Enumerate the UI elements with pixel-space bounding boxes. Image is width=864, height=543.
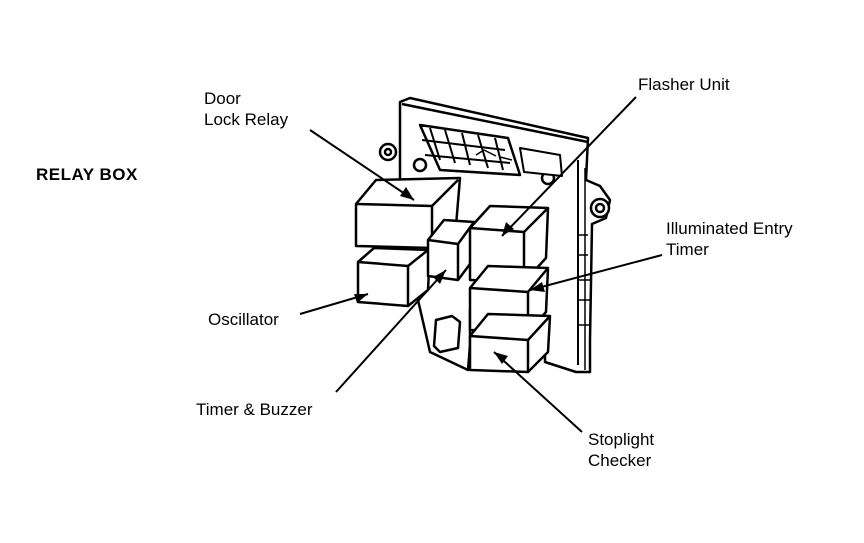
label-flasher-unit: Flasher Unit	[638, 75, 730, 94]
label-illuminated-entry-timer: Illuminated Entry Timer	[666, 219, 793, 259]
leader-door-lock-relay	[309, 129, 415, 201]
label-oscillator: Oscillator	[208, 310, 279, 329]
label-timer-buzzer: Timer & Buzzer	[196, 400, 313, 419]
label-door-lock-relay: Door Lock Relay	[204, 89, 289, 129]
arrowheads	[354, 187, 545, 364]
leader-flasher-unit	[501, 96, 637, 237]
label-stoplight-checker: Stoplight Checker	[588, 430, 655, 470]
stoplight-checker-part	[468, 312, 552, 374]
relay-box-drawing	[354, 96, 612, 374]
leader-stoplight-checker	[493, 351, 583, 433]
flasher-unit-part	[468, 204, 550, 284]
oscillator-part	[356, 246, 432, 308]
leader-illuminated-entry-timer	[529, 254, 663, 291]
leader-lines	[299, 96, 663, 433]
diagram-title: RELAY BOX	[36, 165, 138, 184]
leader-timer-buzzer	[335, 269, 447, 393]
